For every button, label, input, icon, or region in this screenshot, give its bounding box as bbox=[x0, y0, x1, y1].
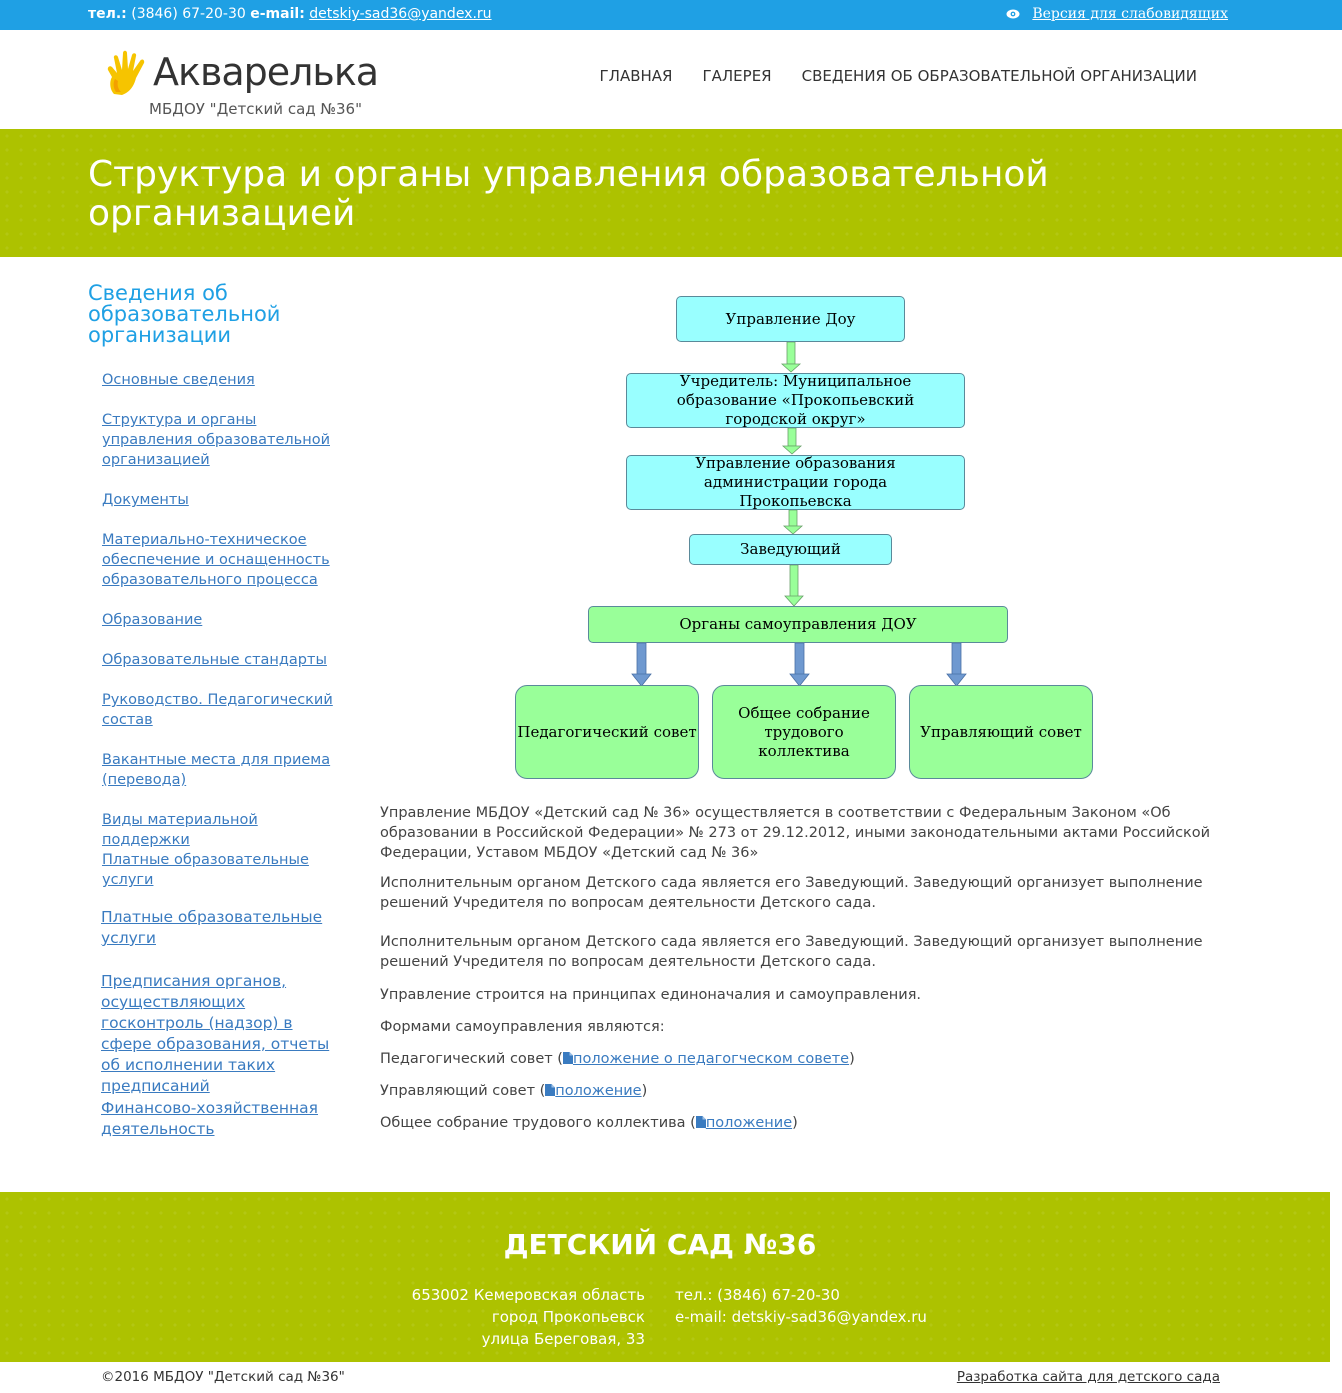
content-paragraph-3: Исполнительным органом Детского сада явл… bbox=[380, 934, 1203, 970]
paren-close: ) bbox=[641, 1083, 648, 1099]
email-label: e-mail: bbox=[250, 6, 305, 22]
governing-council-label: Управляющий совет ( bbox=[380, 1083, 546, 1099]
sidebar-item-vacancies[interactable]: Вакантные места для приема (перевода) bbox=[102, 752, 331, 788]
file-icon bbox=[695, 1116, 706, 1128]
main-nav: ГЛАВНАЯ ГАЛЕРЕЯ СВЕДЕНИЯ ОБ ОБРАЗОВАТЕЛЬ… bbox=[600, 67, 1197, 85]
sidebar-item-education[interactable]: Образование bbox=[102, 612, 203, 628]
arrow-blue-left bbox=[631, 642, 652, 687]
accessibility-version-link[interactable]: Версия для слабовидящих bbox=[1032, 6, 1228, 22]
orgchart-box-governing-council: Управляющий совет bbox=[909, 685, 1093, 779]
sidebar-item-material-support[interactable]: Материально-техническое обеспечение и ос… bbox=[102, 532, 330, 588]
general-meeting-line: Общее собрание трудового коллектива ( пол… bbox=[380, 1113, 1240, 1133]
pedagogical-council-doc-link[interactable]: положение о педагогческом совете bbox=[572, 1051, 850, 1067]
general-meeting-label: Общее собрание трудового коллектива ( bbox=[380, 1115, 696, 1131]
footer-address-line-2: город Прокопьевск bbox=[491, 1308, 645, 1326]
nav-item-gallery[interactable]: ГАЛЕРЕЯ bbox=[702, 67, 772, 85]
content-paragraph-4: Управление строится на принципах единона… bbox=[380, 987, 922, 1003]
eye-icon bbox=[1006, 9, 1020, 19]
nav-item-home[interactable]: ГЛАВНАЯ bbox=[599, 67, 673, 85]
email-link[interactable]: detskiy-sad36@yandex.ru bbox=[309, 6, 492, 22]
footer-address-line-3: улица Береговая, 33 bbox=[481, 1330, 645, 1348]
orgchart-box-general-meeting: Общее собрание трудового коллектива bbox=[712, 685, 896, 779]
sidebar-item-paid-services-2[interactable]: Платные образовательные услуги bbox=[101, 908, 323, 947]
nav-item-org-info[interactable]: СВЕДЕНИЯ ОБ ОБРАЗОВАТЕЛЬНОЙ ОРГАНИЗАЦИИ bbox=[801, 67, 1197, 85]
sidebar-item-documents[interactable]: Документы bbox=[102, 492, 189, 508]
pedagogical-council-line: Педагогический совет ( положение о педаго… bbox=[380, 1049, 1240, 1069]
orgchart-box-self-government: Органы самоуправления ДОУ bbox=[588, 606, 1008, 643]
content-paragraph-2: Исполнительным органом Детского сада явл… bbox=[380, 875, 1203, 911]
orgchart-box-pedagogical-council: Педагогический совет bbox=[515, 685, 699, 779]
developer-link[interactable]: Разработка сайта для детского сада bbox=[956, 1369, 1220, 1385]
logo-subtitle: МБДОУ "Детский сад №36" bbox=[149, 100, 362, 118]
orgchart-box-management: Управление Доу bbox=[676, 296, 905, 342]
footer-contacts: тел.: (3846) 67-20-30 e-mail: detskiy-sa… bbox=[675, 1284, 927, 1328]
content-paragraph-5: Формами самоуправления являются: bbox=[380, 1019, 665, 1035]
hand-logo-icon[interactable] bbox=[104, 50, 150, 96]
copyright: ©2016 МБДОУ "Детский сад №36" bbox=[101, 1369, 345, 1385]
sidebar-item-paid-services[interactable]: Платные образовательные услуги bbox=[102, 852, 309, 888]
sidebar-title: Сведения об образовательной организации bbox=[88, 281, 281, 347]
content-paragraph-1: Управление МБДОУ «Детский сад № 36» осущ… bbox=[380, 805, 1211, 861]
tel-label: тел.: bbox=[88, 6, 127, 22]
sidebar-item-inspections[interactable]: Предписания органов, осуществляющих госк… bbox=[101, 972, 330, 1095]
general-meeting-doc-link[interactable]: положение bbox=[705, 1115, 793, 1131]
orgchart-box-education-dept: Управление образования администрации гор… bbox=[626, 454, 965, 510]
governing-council-doc-link[interactable]: положение bbox=[555, 1083, 642, 1099]
footer-address: 653002 Кемеровская область город Прокопь… bbox=[412, 1284, 645, 1350]
site-footer: ДЕТСКИЙ САД №36 653002 Кемеровская облас… bbox=[0, 1192, 1330, 1362]
governing-council-line: Управляющий совет ( положение) bbox=[380, 1081, 1240, 1101]
arrow-blue-right bbox=[946, 642, 967, 687]
logo-title[interactable]: Акварелька bbox=[153, 50, 379, 94]
footer-address-line-1: 653002 Кемеровская область bbox=[411, 1286, 645, 1304]
top-contacts: тел.: (3846) 67-20-30 e-mail: detskiy-sa… bbox=[88, 6, 492, 22]
arrow-green-2 bbox=[781, 427, 803, 455]
arrow-blue-middle bbox=[789, 642, 810, 687]
file-icon bbox=[545, 1084, 556, 1096]
pedagogical-council-label: Педагогический совет ( bbox=[380, 1051, 563, 1067]
tel-value: (3846) 67-20-30 bbox=[131, 6, 246, 22]
paren-close: ) bbox=[792, 1115, 798, 1131]
orgchart-box-head: Заведующий bbox=[689, 534, 892, 565]
sidebar-item-basic-info[interactable]: Основные сведения bbox=[102, 372, 255, 388]
file-icon bbox=[562, 1052, 573, 1064]
site-header: Акварелька МБДОУ "Детский сад №36" ГЛАВН… bbox=[0, 30, 1342, 129]
arrow-green-3 bbox=[782, 509, 804, 535]
arrow-green-1 bbox=[780, 341, 802, 373]
footer-tel: тел.: (3846) 67-20-30 bbox=[675, 1286, 840, 1304]
sidebar-item-structure[interactable]: Структура и органы управления образовате… bbox=[102, 412, 330, 468]
footer-title: ДЕТСКИЙ САД №36 bbox=[503, 1228, 817, 1261]
page-title: Структура и органы управления образовате… bbox=[88, 154, 1049, 234]
sidebar-item-standards[interactable]: Образовательные стандарты bbox=[102, 652, 327, 668]
sidebar-item-financial-aid[interactable]: Виды материальной поддержки bbox=[102, 812, 258, 848]
sidebar-item-finance[interactable]: Финансово-хозяйственная деятельность bbox=[101, 1099, 319, 1138]
arrow-green-4 bbox=[784, 564, 804, 607]
sidebar-item-staff[interactable]: Руководство. Педагогический состав bbox=[102, 692, 333, 728]
footer-email: e-mail: detskiy-sad36@yandex.ru bbox=[675, 1308, 927, 1326]
page-banner: Структура и органы управления образовате… bbox=[0, 129, 1342, 257]
orgchart-box-founder: Учредитель: Муниципальное образование «П… bbox=[626, 372, 965, 428]
top-bar: тел.: (3846) 67-20-30 e-mail: detskiy-sa… bbox=[0, 0, 1342, 30]
paren-close: ) bbox=[849, 1051, 855, 1067]
